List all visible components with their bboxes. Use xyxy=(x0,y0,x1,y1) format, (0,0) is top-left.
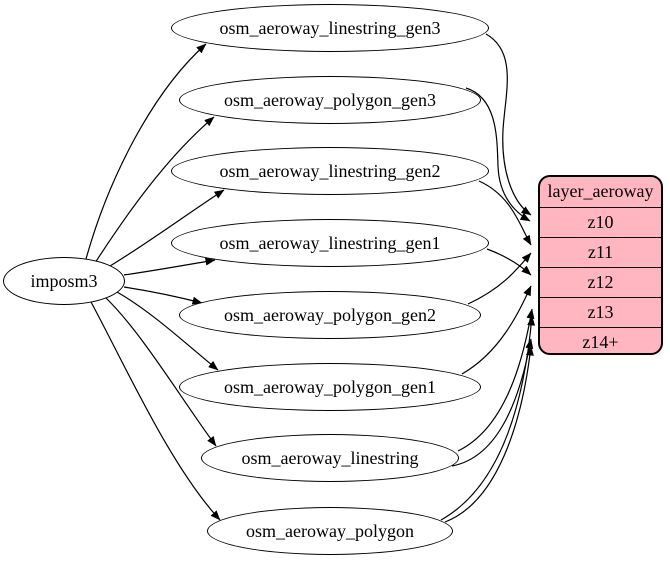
node-osm-aeroway-linestring-gen2: osm_aeroway_linestring_gen2 xyxy=(171,147,489,195)
layer-aeroway-title: layer_aeroway xyxy=(547,181,654,201)
edge-linestring-gen3-to-z10 xyxy=(485,33,532,216)
edge-polygon-gen2-to-z11 xyxy=(467,252,532,305)
node-osm-aeroway-linestring-gen3: osm_aeroway_linestring_gen3 xyxy=(171,4,489,52)
node-layer-aeroway: layer_aeroway z10 z11 z12 z13 z14+ xyxy=(538,175,663,355)
edge-imposm3-to-linestring-gen1 xyxy=(123,257,216,276)
node-imposm3: imposm3 xyxy=(3,257,125,305)
node-label: osm_aeroway_linestring_gen3 xyxy=(219,17,441,38)
edge-linestring-to-z13 xyxy=(457,308,535,452)
edge-imposm3-to-polygon xyxy=(90,301,221,521)
layer-row-z12: z12 xyxy=(540,267,661,297)
node-imposm3-label: imposm3 xyxy=(30,270,98,291)
node-label: osm_aeroway_polygon_gen3 xyxy=(224,89,436,110)
edge-imposm3-to-polygon-gen1 xyxy=(116,291,219,371)
layer-row-z11: z11 xyxy=(540,237,661,267)
node-osm-aeroway-polygon-gen3: osm_aeroway_polygon_gen3 xyxy=(179,76,481,124)
node-osm-aeroway-linestring: osm_aeroway_linestring xyxy=(201,434,459,482)
edge-imposm3-to-linestring xyxy=(105,297,217,447)
edge-polygon-to-z14 xyxy=(444,345,534,523)
layer-row-z10: z10 xyxy=(540,207,661,237)
node-osm-aeroway-polygon: osm_aeroway_polygon xyxy=(207,507,453,555)
layer-row-z14: z14+ xyxy=(540,327,661,353)
node-label: osm_aeroway_polygon_gen2 xyxy=(224,304,436,325)
edge-linestring-gen2-to-z11 xyxy=(478,180,532,246)
edge-polygon-gen1-to-z12 xyxy=(461,285,532,375)
edge-polygon-gen3-to-z10 xyxy=(465,87,531,222)
edge-linestring-gen1-to-z12 xyxy=(486,248,532,276)
node-osm-aeroway-polygon-gen1: osm_aeroway_polygon_gen1 xyxy=(179,363,481,411)
node-label: osm_aeroway_linestring_gen1 xyxy=(219,232,441,253)
node-label: osm_aeroway_polygon_gen1 xyxy=(224,376,436,397)
edge-polygon-to-z13 xyxy=(440,315,536,521)
node-label: osm_aeroway_polygon xyxy=(246,520,414,541)
edge-linestring-to-z14 xyxy=(451,338,534,467)
edge-imposm3-to-linestring-gen3 xyxy=(85,43,207,260)
edge-imposm3-to-polygon-gen2 xyxy=(123,286,203,305)
node-osm-aeroway-polygon-gen2: osm_aeroway_polygon_gen2 xyxy=(179,291,481,339)
edge-imposm3-to-polygon-gen3 xyxy=(94,116,215,264)
edge-imposm3-to-linestring-gen2 xyxy=(109,189,225,267)
node-label: osm_aeroway_linestring xyxy=(241,447,419,468)
node-label: osm_aeroway_linestring_gen2 xyxy=(219,160,441,181)
node-osm-aeroway-linestring-gen1: osm_aeroway_linestring_gen1 xyxy=(171,219,489,267)
layer-row-z13: z13 xyxy=(540,297,661,327)
